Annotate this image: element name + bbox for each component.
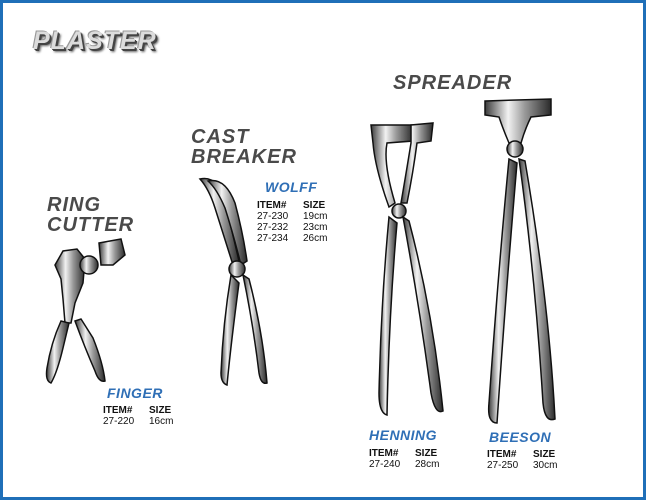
col-item-header: ITEM# (257, 200, 287, 211)
table-row: 27-230 19cm (257, 211, 327, 222)
item-size: 16cm (149, 416, 174, 427)
table-row: 27-220 16cm (103, 416, 173, 427)
item-number: 27-234 (257, 233, 289, 244)
henning-model: HENNING (369, 427, 438, 443)
table-row: 27-232 23cm (257, 222, 327, 233)
item-number: 27-250 (487, 460, 519, 471)
item-number: 27-230 (257, 211, 289, 222)
henning-spec-table: ITEM# SIZE 27-240 28cm (369, 448, 439, 470)
ring-cutter-heading: RING CUTTER (47, 194, 135, 236)
table-row: 27-234 26cm (257, 233, 327, 244)
spec-header: ITEM# SIZE (487, 449, 557, 460)
col-size-header: SIZE (149, 405, 172, 416)
section-title: PLASTER (33, 27, 157, 55)
item-size: 28cm (415, 459, 440, 470)
item-size: 23cm (303, 222, 328, 233)
col-item-header: ITEM# (369, 448, 399, 459)
ring-cutter-image (45, 238, 126, 384)
beeson-spreader-image (484, 98, 556, 424)
col-item-header: ITEM# (103, 405, 133, 416)
item-number: 27-240 (369, 459, 401, 470)
cast-breaker-heading: CAST BREAKER (191, 126, 297, 168)
col-item-header: ITEM# (487, 449, 517, 460)
beeson-model: BEESON (489, 429, 552, 445)
instrument-illustrations (45, 98, 556, 424)
ring-cutter-model: FINGER (107, 385, 163, 401)
spreader-heading: SPREADER (393, 72, 513, 94)
spec-header: ITEM# SIZE (369, 448, 439, 459)
henning-spreader-image (370, 122, 444, 416)
table-row: 27-250 30cm (487, 460, 557, 471)
col-size-header: SIZE (415, 448, 438, 459)
col-size-header: SIZE (533, 449, 556, 460)
item-number: 27-220 (103, 416, 135, 427)
table-row: 27-240 28cm (369, 459, 439, 470)
item-size: 26cm (303, 233, 328, 244)
item-size: 30cm (533, 460, 558, 471)
ring-cutter-spec-table: ITEM# SIZE 27-220 16cm (103, 405, 173, 427)
cast-breaker-model: WOLFF (265, 179, 318, 195)
col-size-header: SIZE (303, 200, 326, 211)
item-number: 27-232 (257, 222, 289, 233)
cast-breaker-spec-table: ITEM# SIZE 27-230 19cm 27-232 23cm 27-23… (257, 200, 327, 244)
beeson-spec-table: ITEM# SIZE 27-250 30cm (487, 449, 557, 471)
spec-header: ITEM# SIZE (103, 405, 173, 416)
spec-header: ITEM# SIZE (257, 200, 327, 211)
item-size: 19cm (303, 211, 328, 222)
cast-breaker-image (198, 177, 268, 387)
